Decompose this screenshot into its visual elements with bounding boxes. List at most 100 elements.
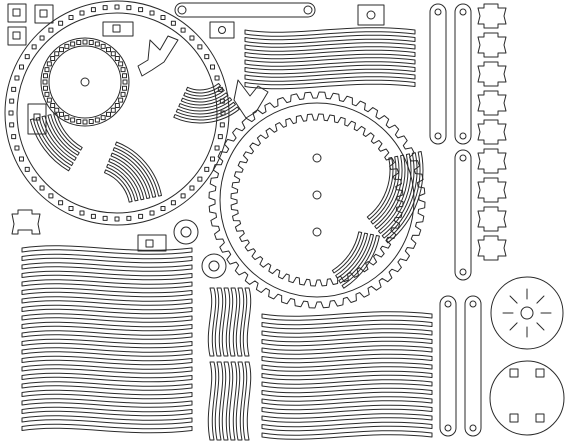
rim-hole bbox=[189, 35, 195, 41]
rim-hole bbox=[180, 193, 186, 199]
wave-strip bbox=[244, 27, 416, 37]
wave-strip bbox=[21, 270, 193, 281]
wave-strip bbox=[21, 347, 193, 357]
wheel-hole bbox=[54, 51, 60, 57]
wheel-hole bbox=[110, 107, 116, 113]
curved-strip bbox=[41, 115, 77, 161]
rim-hole bbox=[79, 10, 85, 16]
pin-hole bbox=[312, 190, 322, 200]
wheel-hole bbox=[94, 41, 100, 47]
wave-strip bbox=[261, 379, 433, 389]
rim-hole bbox=[160, 14, 166, 20]
rounded-link bbox=[454, 149, 472, 281]
wheel-hole bbox=[120, 67, 126, 73]
wave-strip bbox=[21, 245, 193, 255]
rim-hole bbox=[180, 27, 186, 33]
rim-hole bbox=[90, 7, 96, 13]
rim-hole bbox=[204, 166, 210, 172]
rim-hole bbox=[210, 156, 216, 162]
small-gear-outline bbox=[40, 37, 130, 127]
curved-strip bbox=[185, 83, 221, 94]
curved-strip bbox=[341, 235, 380, 289]
wave-strip bbox=[207, 287, 217, 357]
curved-strip bbox=[53, 112, 83, 151]
rim-hole bbox=[149, 210, 155, 216]
wheel-hole bbox=[46, 97, 52, 103]
wave-strip bbox=[244, 34, 416, 45]
wheel-hole bbox=[76, 39, 82, 45]
wheel-hole bbox=[110, 51, 116, 57]
wave-strip bbox=[235, 361, 245, 441]
rim-hole bbox=[68, 14, 74, 20]
wave-strip bbox=[261, 430, 433, 440]
wheel-hole bbox=[50, 55, 56, 61]
square-hole-disc bbox=[489, 360, 565, 436]
wave-strip bbox=[261, 387, 433, 398]
wheel-hole bbox=[50, 103, 56, 109]
rim-hole bbox=[189, 185, 195, 191]
rim-hole bbox=[48, 193, 54, 199]
curved-strip bbox=[366, 157, 394, 220]
small-square-tab bbox=[137, 234, 167, 252]
wave-strip bbox=[261, 328, 433, 338]
wave-strip bbox=[21, 304, 193, 315]
rim-hole bbox=[39, 185, 45, 191]
rim-hole bbox=[204, 54, 210, 60]
rim-hole bbox=[9, 98, 15, 104]
wave-strip bbox=[221, 361, 231, 441]
wheel-hole bbox=[46, 61, 52, 67]
star-connector bbox=[477, 32, 507, 58]
wave-strip bbox=[21, 389, 193, 400]
wave-strip bbox=[261, 396, 433, 406]
curved-strip bbox=[110, 152, 151, 199]
wheel-hole bbox=[58, 47, 64, 53]
rim-hole bbox=[48, 27, 54, 33]
rim-hole bbox=[18, 156, 24, 162]
small-square-tab bbox=[7, 3, 27, 23]
star-connector bbox=[477, 235, 507, 261]
rim-hole bbox=[31, 44, 37, 50]
wheel-hole bbox=[82, 39, 88, 45]
wave-strip bbox=[21, 253, 193, 264]
rim-hole bbox=[39, 35, 45, 41]
wave-strip bbox=[244, 42, 416, 52]
star-connector bbox=[11, 209, 41, 235]
wheel-hole bbox=[44, 91, 50, 97]
rounded-link bbox=[454, 3, 472, 145]
wheel-hole bbox=[100, 115, 106, 121]
wheel-hole bbox=[42, 73, 48, 79]
curved-strip bbox=[183, 87, 225, 100]
wave-strip bbox=[21, 338, 193, 349]
hub-slot bbox=[509, 295, 518, 304]
curved-strip bbox=[108, 158, 145, 201]
wheel-hole bbox=[106, 47, 112, 53]
wave-strip bbox=[21, 296, 193, 306]
wave-strip bbox=[261, 421, 433, 432]
rim-hole bbox=[9, 122, 15, 128]
rim-hole bbox=[90, 213, 96, 219]
latch-piece bbox=[102, 21, 134, 37]
rim-hole bbox=[138, 7, 144, 13]
wave-strip bbox=[242, 361, 252, 441]
curved-strip bbox=[335, 232, 369, 279]
curved-strip bbox=[173, 106, 240, 124]
wave-strip bbox=[244, 49, 416, 60]
wave-strip bbox=[214, 361, 224, 441]
wave-strip bbox=[214, 287, 224, 357]
long-link-bar bbox=[174, 2, 316, 18]
wheel-hole bbox=[114, 103, 120, 109]
wave-strip bbox=[244, 79, 416, 90]
wheel-hole bbox=[122, 73, 128, 79]
small-square-tab bbox=[7, 26, 27, 46]
wave-strip bbox=[21, 321, 193, 332]
star-connector bbox=[477, 119, 507, 145]
rim-hole bbox=[197, 176, 203, 182]
pin-hole bbox=[312, 227, 322, 237]
wave-strip bbox=[228, 361, 238, 441]
wheel-hole bbox=[88, 39, 94, 45]
rim-hole bbox=[31, 176, 37, 182]
rim-hole bbox=[138, 213, 144, 219]
star-connector bbox=[477, 3, 507, 29]
curved-strip bbox=[106, 163, 139, 202]
